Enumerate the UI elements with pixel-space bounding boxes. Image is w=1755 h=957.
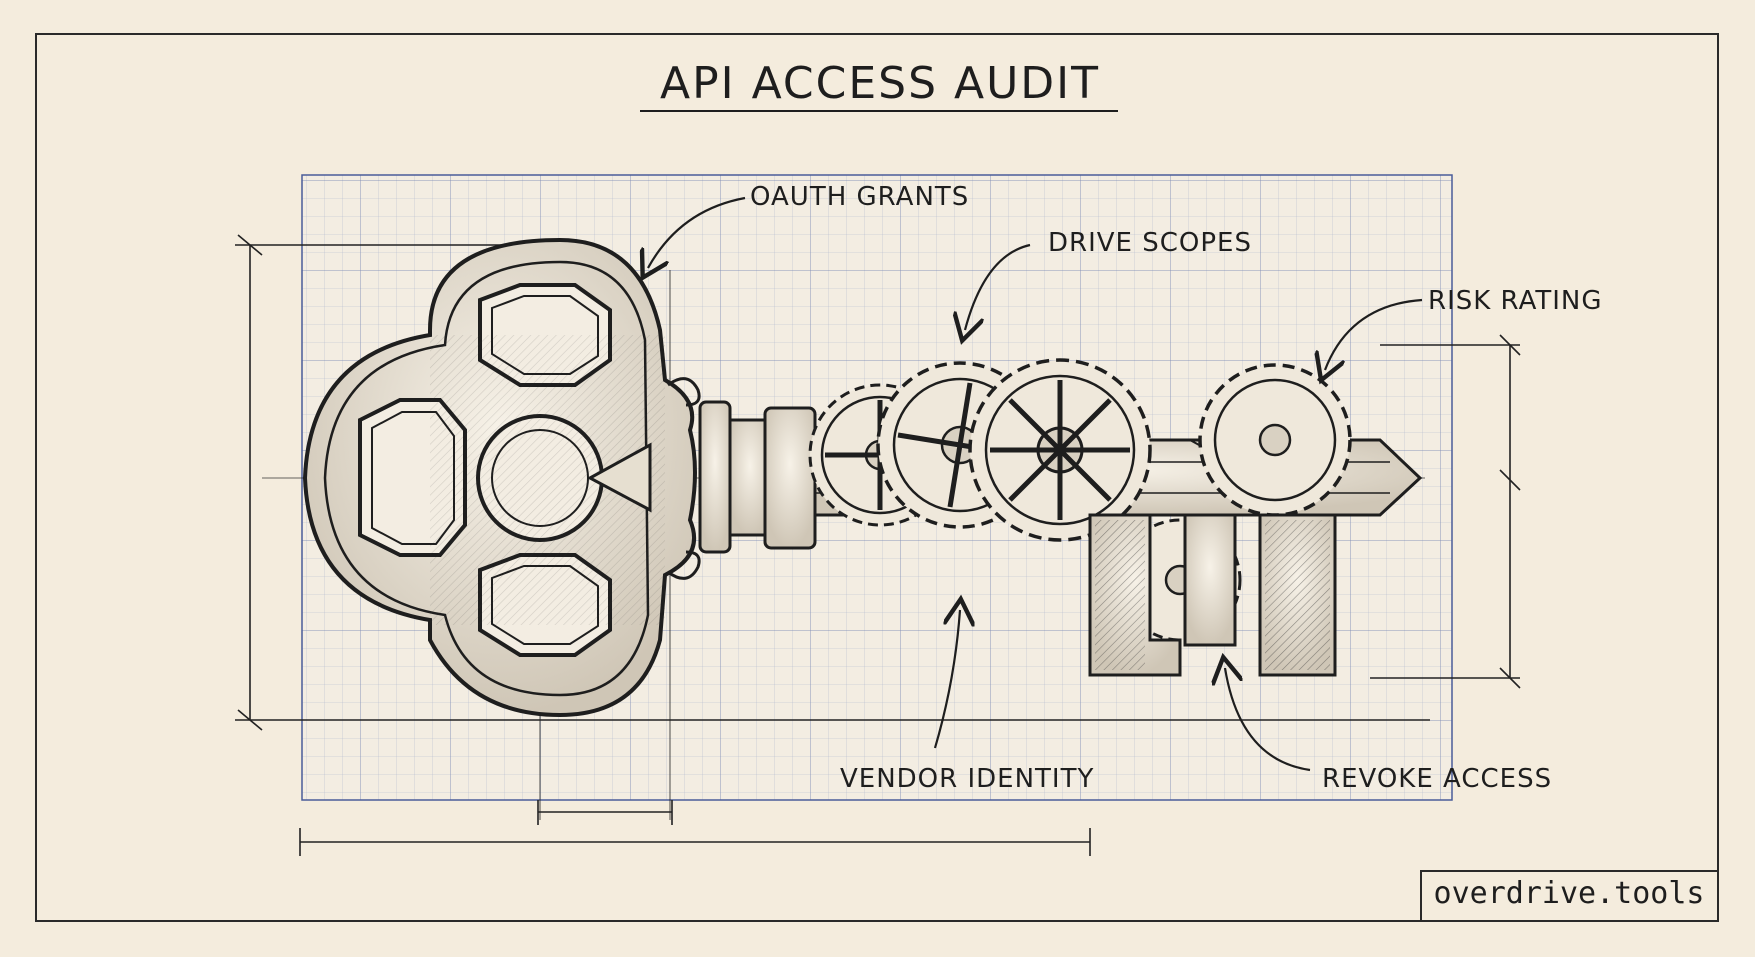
page-title: API ACCESS AUDIT <box>659 58 1101 109</box>
callout-drive-scopes: DRIVE SCOPES <box>1048 228 1252 258</box>
callout-risk-rating: RISK RATING <box>1428 286 1603 316</box>
arrow-icon <box>1325 298 1423 370</box>
brand-box <box>1420 870 1718 922</box>
arrow-icon <box>648 196 746 268</box>
callout-oauth-grants: OAUTH GRANTS <box>750 182 970 212</box>
blueprint-frame <box>35 33 1719 922</box>
callout-vendor-identity: VENDOR IDENTITY <box>840 764 1095 794</box>
arrow-icon <box>965 243 1031 330</box>
arrow-icon <box>1225 668 1311 772</box>
brand-label: overdrive.tools <box>1433 876 1705 911</box>
callout-revoke-access: REVOKE ACCESS <box>1322 764 1553 794</box>
gear-icon <box>1198 363 1352 517</box>
title-underline <box>640 110 1118 112</box>
key-bit <box>1088 513 1337 677</box>
gear-icon <box>968 358 1152 542</box>
arrow-icon <box>933 610 960 749</box>
key-bow <box>302 237 701 718</box>
callout-arrows <box>648 196 1423 772</box>
